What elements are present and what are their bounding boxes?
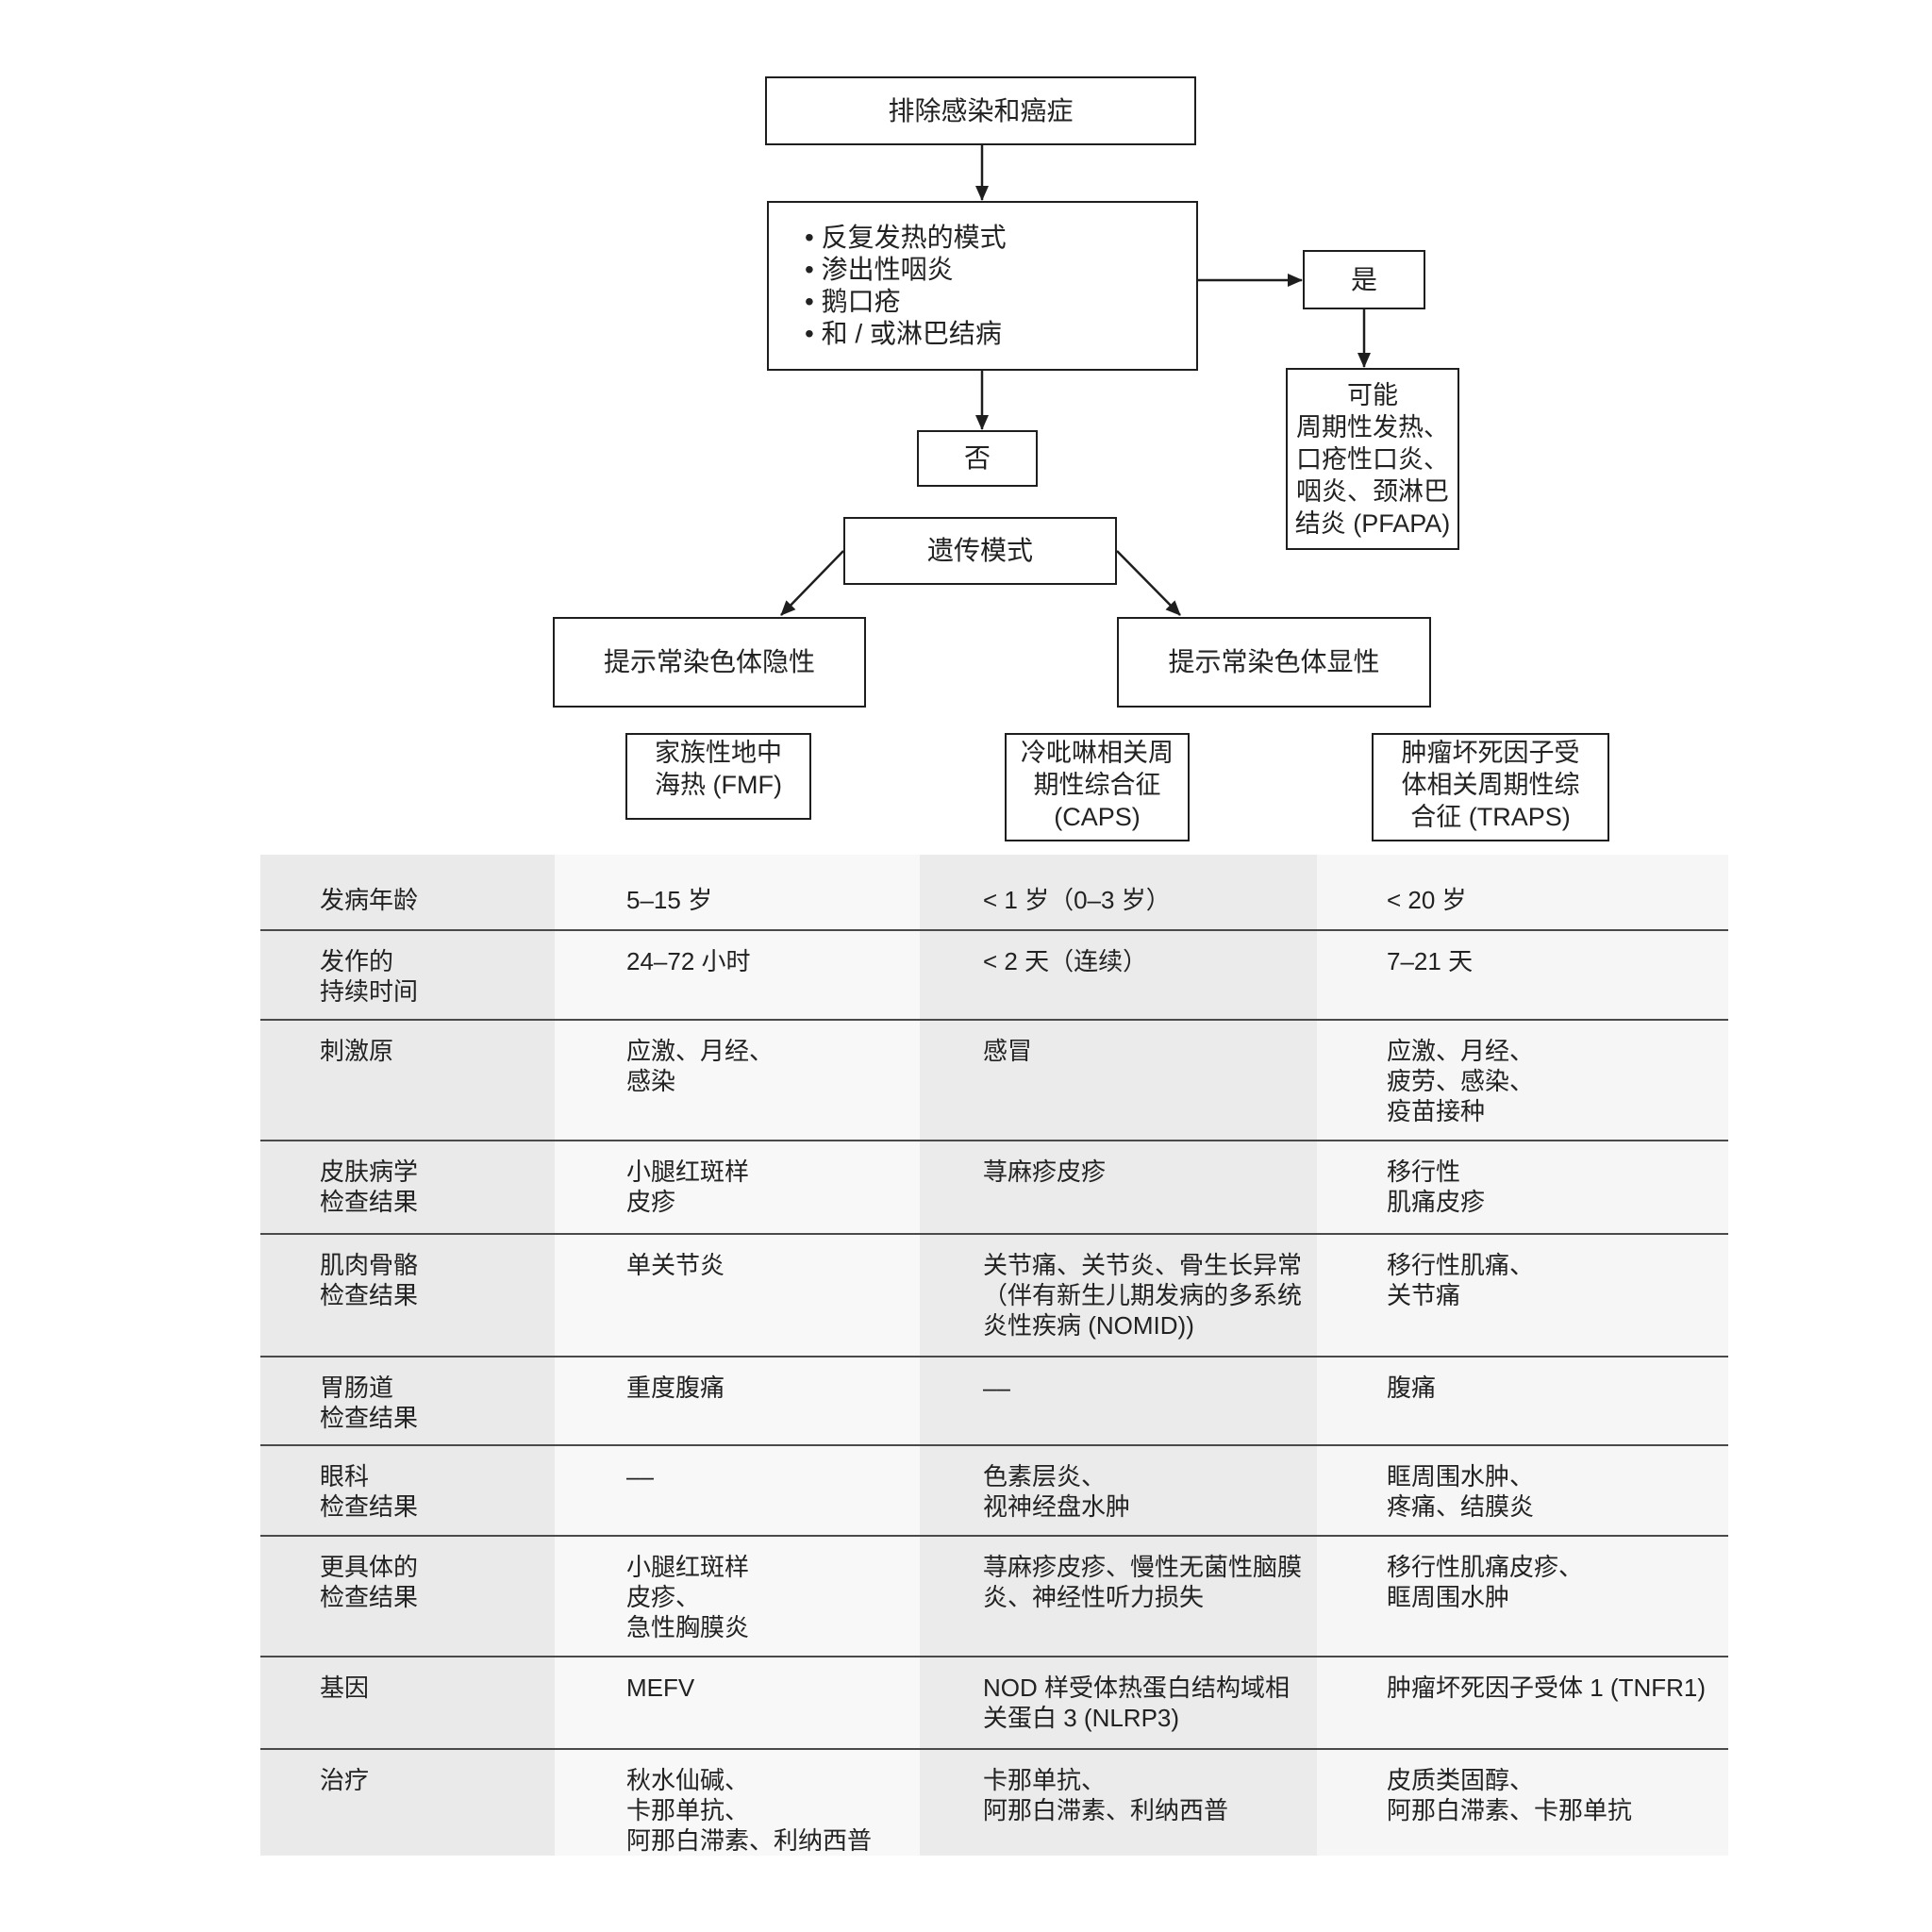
inheritance-label: 遗传模式: [926, 536, 1033, 565]
yes-label: 是: [1350, 264, 1377, 294]
fmf-cell: MEFV: [555, 1657, 920, 1748]
traps-line: 肿瘤坏死因子受: [1401, 739, 1580, 767]
criteria-box: • 反复发热的模式 • 渗出性咽炎 • 鹅口疮 • 和 / 或淋巴结病: [767, 201, 1198, 371]
table-row: 刺激原 应激、月经、 感染 感冒 应激、月经、 疲劳、感染、 疫苗接种: [260, 1021, 1728, 1141]
caps-cell: ––: [920, 1357, 1317, 1444]
caps-cell: 感冒: [920, 1021, 1317, 1140]
comparison-table: 发病年龄 5–15 岁 < 1 岁（0–3 岁） < 20 岁 发作的 持续时间…: [260, 855, 1728, 1856]
fmf-box: 家族性地中 海热 (FMF): [625, 733, 811, 820]
traps-cell: 皮质类固醇、 阿那白滞素、卡那单抗: [1317, 1750, 1728, 1856]
table-row: 治疗 秋水仙碱、 卡那单抗、 阿那白滞素、利纳西普 卡那单抗、 阿那白滞素、利纳…: [260, 1750, 1728, 1856]
row-label: 胃肠道 检查结果: [260, 1357, 555, 1444]
caps-cell: 卡那单抗、 阿那白滞素、利纳西普: [920, 1750, 1317, 1856]
row-label: 更具体的 检查结果: [260, 1537, 555, 1656]
traps-box: 肿瘤坏死因子受 体相关周期性综 合征 (TRAPS): [1372, 733, 1609, 841]
fmf-line: 家族性地中: [655, 739, 782, 767]
caps-cell: 荨麻疹皮疹、慢性无菌性脑膜 炎、神经性听力损失: [920, 1537, 1317, 1656]
fmf-cell: ––: [555, 1446, 920, 1535]
row-label: 治疗: [260, 1750, 555, 1856]
inheritance-box: 遗传模式: [843, 517, 1117, 585]
caps-cell: < 2 天（连续）: [920, 931, 1317, 1019]
fmf-cell: 小腿红斑样 皮疹、 急性胸膜炎: [555, 1537, 920, 1656]
fmf-cell: 重度腹痛: [555, 1357, 920, 1444]
recessive-label: 提示常染色体隐性: [603, 647, 815, 676]
row-label: 皮肤病学 检查结果: [260, 1141, 555, 1233]
traps-cell: 肿瘤坏死因子受体 1 (TNFR1): [1317, 1657, 1728, 1748]
caps-cell: < 1 岁（0–3 岁）: [920, 855, 1317, 929]
no-label: 否: [963, 443, 991, 473]
criteria-item: • 渗出性咽炎: [805, 255, 954, 284]
row-label: 基因: [260, 1657, 555, 1748]
traps-cell: 腹痛: [1317, 1357, 1728, 1444]
table-row: 胃肠道 检查结果 重度腹痛 –– 腹痛: [260, 1357, 1728, 1446]
row-label: 眼科 检查结果: [260, 1446, 555, 1535]
pfapa-line: 咽炎、颈淋巴: [1296, 476, 1449, 506]
criteria-item: • 反复发热的模式: [805, 223, 1007, 252]
caps-line: 冷吡啉相关周: [1021, 739, 1174, 767]
traps-cell: < 20 岁: [1317, 855, 1728, 929]
pfapa-line: 周期性发热、: [1296, 412, 1449, 441]
caps-box: 冷吡啉相关周 期性综合征 (CAPS): [1005, 733, 1190, 841]
traps-line: 体相关周期性综: [1401, 771, 1580, 799]
traps-cell: 眶周围水肿、 疼痛、结膜炎: [1317, 1446, 1728, 1535]
yes-box: 是: [1303, 250, 1425, 309]
pfapa-box: 可能 周期性发热、 口疮性口炎、 咽炎、颈淋巴 结炎 (PFAPA): [1286, 368, 1459, 550]
criteria-item: • 和 / 或淋巴结病: [805, 319, 1002, 348]
table-row: 更具体的 检查结果 小腿红斑样 皮疹、 急性胸膜炎 荨麻疹皮疹、慢性无菌性脑膜 …: [260, 1537, 1728, 1657]
exclude-label: 排除感染和癌症: [888, 95, 1074, 125]
caps-cell: 色素层炎、 视神经盘水肿: [920, 1446, 1317, 1535]
pfapa-line: 口疮性口炎、: [1296, 444, 1449, 474]
fmf-cell: 小腿红斑样 皮疹: [555, 1141, 920, 1233]
caps-line: (CAPS): [1054, 803, 1141, 831]
fmf-cell: 单关节炎: [555, 1235, 920, 1356]
row-label: 刺激原: [260, 1021, 555, 1140]
row-label: 肌肉骨骼 检查结果: [260, 1235, 555, 1356]
caps-cell: 荨麻疹皮疹: [920, 1141, 1317, 1233]
fmf-cell: 应激、月经、 感染: [555, 1021, 920, 1140]
pfapa-line: 结炎 (PFAPA): [1294, 508, 1451, 538]
arrow-inheritance-to-recessive: [780, 550, 844, 616]
traps-cell: 应激、月经、 疲劳、感染、 疫苗接种: [1317, 1021, 1728, 1140]
traps-cell: 移行性肌痛皮疹、 眶周围水肿: [1317, 1537, 1728, 1656]
traps-cell: 移行性 肌痛皮疹: [1317, 1141, 1728, 1233]
row-label: 发病年龄: [260, 855, 555, 929]
no-box: 否: [917, 430, 1038, 487]
pfapa-line: 可能: [1347, 380, 1398, 409]
table-row: 基因 MEFV NOD 样受体热蛋白结构域相 关蛋白 3 (NLRP3) 肿瘤坏…: [260, 1657, 1728, 1750]
arrow-inheritance-to-dominant: [1116, 550, 1181, 616]
table-row: 皮肤病学 检查结果 小腿红斑样 皮疹 荨麻疹皮疹 移行性 肌痛皮疹: [260, 1141, 1728, 1235]
caps-cell: 关节痛、关节炎、骨生长异常 （伴有新生儿期发病的多系统 炎性疾病 (NOMID)…: [920, 1235, 1317, 1356]
table-row: 眼科 检查结果 –– 色素层炎、 视神经盘水肿 眶周围水肿、 疼痛、结膜炎: [260, 1446, 1728, 1537]
caps-cell: NOD 样受体热蛋白结构域相 关蛋白 3 (NLRP3): [920, 1657, 1317, 1748]
fmf-line: 海热 (FMF): [655, 771, 782, 799]
criteria-item: • 鹅口疮: [805, 287, 901, 316]
table-row: 肌肉骨骼 检查结果 单关节炎 关节痛、关节炎、骨生长异常 （伴有新生儿期发病的多…: [260, 1235, 1728, 1357]
traps-line: 合征 (TRAPS): [1410, 803, 1571, 831]
traps-cell: 7–21 天: [1317, 931, 1728, 1019]
row-label: 发作的 持续时间: [260, 931, 555, 1019]
traps-cell: 移行性肌痛、 关节痛: [1317, 1235, 1728, 1356]
dominant-box: 提示常染色体显性: [1117, 617, 1431, 708]
fmf-cell: 24–72 小时: [555, 931, 920, 1019]
fmf-cell: 5–15 岁: [555, 855, 920, 929]
dominant-label: 提示常染色体显性: [1168, 647, 1380, 676]
recessive-box: 提示常染色体隐性: [553, 617, 866, 708]
table-row: 发病年龄 5–15 岁 < 1 岁（0–3 岁） < 20 岁: [260, 855, 1728, 931]
exclude-box: 排除感染和癌症: [765, 76, 1196, 145]
fmf-cell: 秋水仙碱、 卡那单抗、 阿那白滞素、利纳西普: [555, 1750, 920, 1856]
table-row: 发作的 持续时间 24–72 小时 < 2 天（连续） 7–21 天: [260, 931, 1728, 1021]
caps-line: 期性综合征: [1033, 771, 1161, 799]
